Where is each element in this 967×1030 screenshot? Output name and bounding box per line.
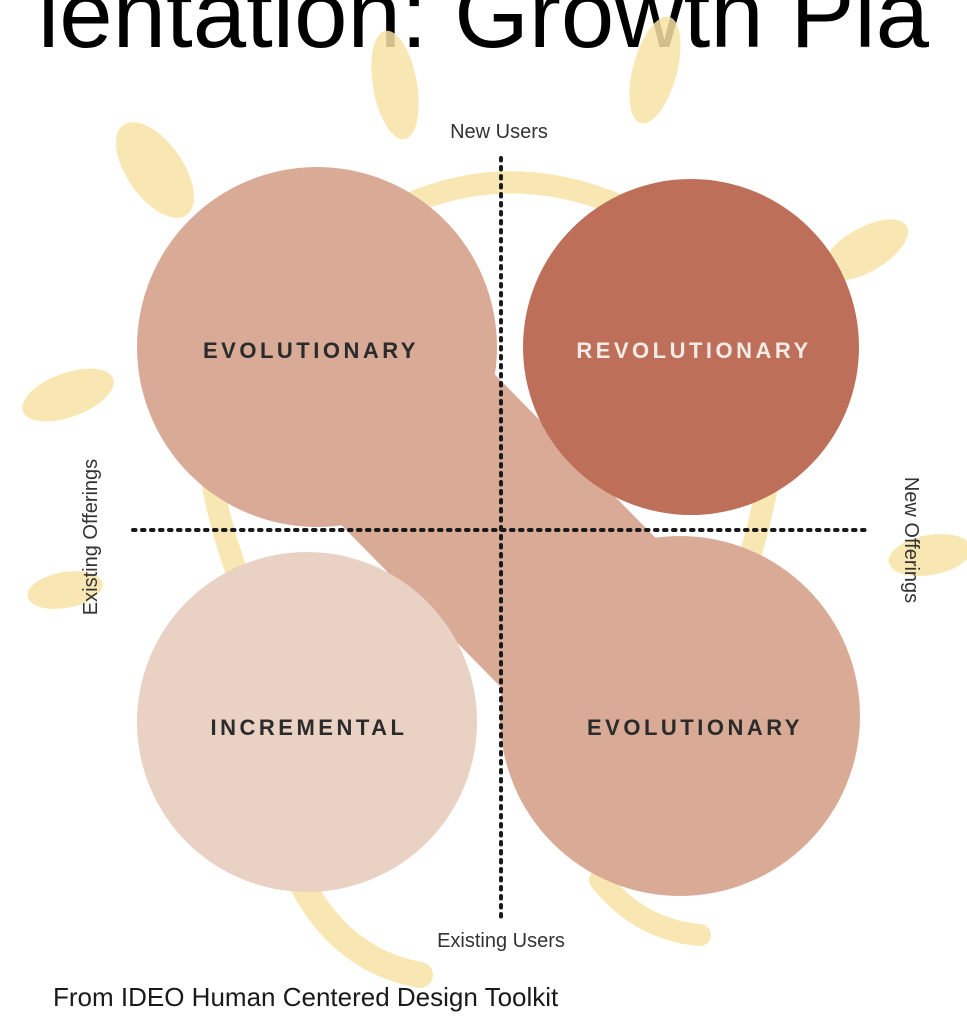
axis-label-top: New Users — [450, 121, 548, 143]
bulb-ray-shape — [888, 533, 967, 577]
bulb-base-shape — [287, 867, 433, 988]
bulb-ray-shape — [22, 368, 114, 422]
quadrant-label-top-left: EVOLUTIONARY — [203, 338, 419, 363]
source-caption: From IDEO Human Centered Design Toolkit — [53, 982, 559, 1012]
quadrant-label-bottom-right: EVOLUTIONARY — [587, 715, 803, 740]
axis-label-right: New Offerings — [900, 477, 922, 603]
slide-title: ientation: Growth Pla — [37, 0, 930, 68]
bulb-ray-shape — [822, 219, 908, 281]
bulb-base-shape — [589, 869, 711, 946]
evolutionary-circle-bottom-right — [500, 536, 860, 896]
evolutionary-waist-fill — [445, 405, 570, 560]
incremental-circle — [137, 552, 477, 892]
axis-label-bottom: Existing Users — [437, 930, 565, 952]
quadrant-label-top-right: REVOLUTIONARY — [576, 338, 811, 363]
quadrant-label-bottom-left: INCREMENTAL — [211, 715, 408, 740]
bulb-ray-shape — [371, 30, 419, 140]
evolutionary-circle-top-left — [137, 167, 497, 527]
bulb-ray-shape — [629, 16, 681, 124]
axis-label-left: Existing Offerings — [80, 459, 102, 615]
bulb-ray-shape — [27, 571, 103, 609]
revolutionary-circle — [523, 179, 859, 515]
bulb-ray-shape — [115, 122, 195, 218]
